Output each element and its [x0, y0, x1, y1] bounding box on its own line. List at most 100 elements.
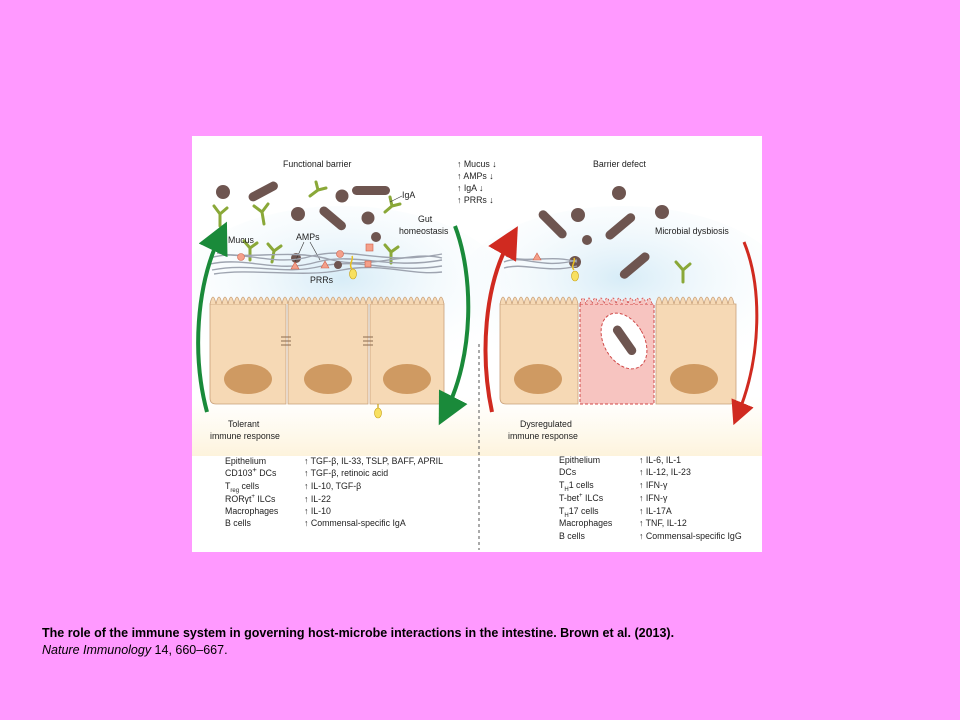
- right-epithelium: [499, 296, 737, 405]
- prr-receptor: [349, 255, 354, 270]
- middle-change-list: ↑ Mucus ↓ ↑ AMPs ↓ ↑ IgA ↓ ↑ PRRs ↓: [457, 159, 497, 205]
- right-antibody: [674, 260, 692, 284]
- coccus: [571, 208, 585, 222]
- right-effect: ↑ IFN-γ: [639, 493, 668, 503]
- rod-bacterium: [319, 206, 346, 231]
- right-effect: ↑ IFN-γ: [639, 480, 668, 490]
- iga-antibody: [252, 202, 270, 226]
- amp-square: [365, 243, 374, 252]
- amp-dot: [237, 253, 245, 261]
- right-effect: ↑ IL-12, IL-23: [639, 467, 691, 477]
- prr-receptor-head: [349, 268, 357, 280]
- amp-dot: [336, 250, 344, 258]
- middle-line: ↑ AMPs ↓: [457, 171, 494, 181]
- iga-antibody: [308, 180, 328, 198]
- left-cell-cd103-dcs: CD103+ DCs: [225, 465, 277, 478]
- red-arrow-down: [731, 241, 759, 426]
- amp-triangle: [532, 252, 542, 261]
- tight-junctions: [281, 336, 373, 346]
- caption-title: The role of the immune system in governi…: [42, 626, 675, 640]
- dysregulated-label-2: immune response: [508, 431, 578, 441]
- prr-receptor-head: [571, 270, 579, 282]
- left-cell-macrophages: Macrophages: [225, 506, 279, 516]
- nucleus: [514, 364, 562, 394]
- lamina-propria-fade: [192, 396, 762, 456]
- coccus: [371, 232, 381, 242]
- rod-bacterium: [538, 210, 567, 239]
- coccus: [582, 235, 592, 245]
- caption-volume-pages: 14, 660–667.: [151, 643, 228, 657]
- figure-caption: The role of the immune system in governi…: [42, 625, 922, 659]
- nucleus: [383, 364, 431, 394]
- coccus: [334, 261, 342, 269]
- prrs-label: PRRs: [310, 275, 334, 285]
- right-cell-macrophages: Macrophages: [559, 518, 613, 528]
- nucleus: [670, 364, 718, 394]
- right-cell-epithelium: Epithelium: [559, 455, 600, 465]
- left-cell-treg: Treg cells: [225, 481, 260, 494]
- microvilli: [209, 296, 445, 305]
- left-epithelium: [209, 296, 445, 419]
- microvilli: [655, 296, 735, 305]
- caption-citation: Nature Immunology 14, 660–667.: [42, 643, 228, 657]
- prr-receptor: [571, 257, 576, 271]
- left-bacteria: [216, 181, 390, 263]
- green-arrow-up: [196, 221, 228, 413]
- green-arrow-down: [438, 225, 471, 426]
- coccus: [655, 205, 669, 219]
- right-cell-list: Epithelium DCs TH1 cells T-bet+ ILCs TH1…: [559, 455, 613, 541]
- right-cell-th1: TH1 cells: [559, 480, 594, 493]
- iga-antibody: [242, 239, 259, 262]
- amp-square: [364, 260, 372, 268]
- right-effect-list: ↑ IL-6, IL-1 ↑ IL-12, IL-23 ↑ IFN-γ ↑ IF…: [639, 455, 742, 541]
- damaged-microvilli: [579, 297, 653, 305]
- right-effect: ↑ IL-17A: [639, 506, 672, 516]
- iga-label: IgA: [402, 190, 415, 200]
- iga-pointer: [389, 195, 403, 203]
- amp-triangle: [320, 260, 330, 269]
- gut-label-2: homeostasis: [399, 226, 449, 236]
- right-effect: ↑ TNF, IL-12: [639, 518, 687, 528]
- right-title: Barrier defect: [593, 159, 646, 169]
- red-arrow-up: [483, 226, 518, 413]
- amps-label: AMPs: [296, 232, 320, 242]
- mucus-label: Mucus: [228, 235, 255, 245]
- right-bacteria: [538, 186, 669, 279]
- coccus: [361, 211, 375, 225]
- left-cell-ror-ilcs: RORγt+ ILCs: [225, 494, 276, 504]
- right-cell-tbet-ilcs: T-bet+ ILCs: [559, 493, 604, 503]
- left-title: Functional barrier: [283, 159, 352, 169]
- left-effect: ↑ IL-22: [304, 494, 331, 504]
- left-effect: ↑ Commensal-specific IgA: [304, 518, 406, 528]
- left-effect: ↑ IL-10, TGF-β: [304, 481, 361, 491]
- left-effect: ↑ TGF-β, IL-33, TSLP, BAFF, APRIL: [304, 456, 443, 466]
- right-cell-dcs: DCs: [559, 467, 577, 477]
- left-effect: ↑ IL-10: [304, 506, 331, 516]
- left-effect: ↑ TGF-β, retinoic acid: [304, 468, 388, 478]
- coccus: [216, 185, 230, 199]
- right-effect: ↑ IL-6, IL-1: [639, 455, 681, 465]
- iga-antibody: [266, 242, 283, 264]
- microvilli: [499, 296, 579, 305]
- tolerant-label-1: Tolerant: [228, 419, 260, 429]
- dysregulated-label-1: Dysregulated: [520, 419, 572, 429]
- immune-barrier-diagram: Functional barrier IgA Gut homeostasis M…: [192, 136, 762, 552]
- coccus: [612, 186, 626, 200]
- rod-bacterium: [605, 213, 636, 240]
- right-cell-b-cells: B cells: [559, 531, 586, 541]
- coccus: [291, 207, 305, 221]
- left-effect-list: ↑ TGF-β, IL-33, TSLP, BAFF, APRIL ↑ TGF-…: [304, 456, 443, 528]
- invading-bacterium: [612, 325, 637, 356]
- dysbiosis-label: Microbial dysbiosis: [655, 226, 729, 236]
- coccus: [291, 253, 301, 263]
- diagram-svg: Functional barrier IgA Gut homeostasis M…: [192, 136, 762, 552]
- right-effect: ↑ Commensal-specific IgG: [639, 531, 742, 541]
- left-cell-list: Epithelium CD103+ DCs Treg cells RORγt+ …: [225, 456, 279, 528]
- rod-bacterium: [352, 186, 390, 195]
- middle-line: ↑ Mucus ↓: [457, 159, 497, 169]
- tolerant-label-2: immune response: [210, 431, 280, 441]
- amp-triangle: [290, 261, 300, 270]
- left-cell-b-cells: B cells: [225, 518, 252, 528]
- middle-line: ↑ PRRs ↓: [457, 195, 494, 205]
- gut-label-1: Gut: [418, 214, 433, 224]
